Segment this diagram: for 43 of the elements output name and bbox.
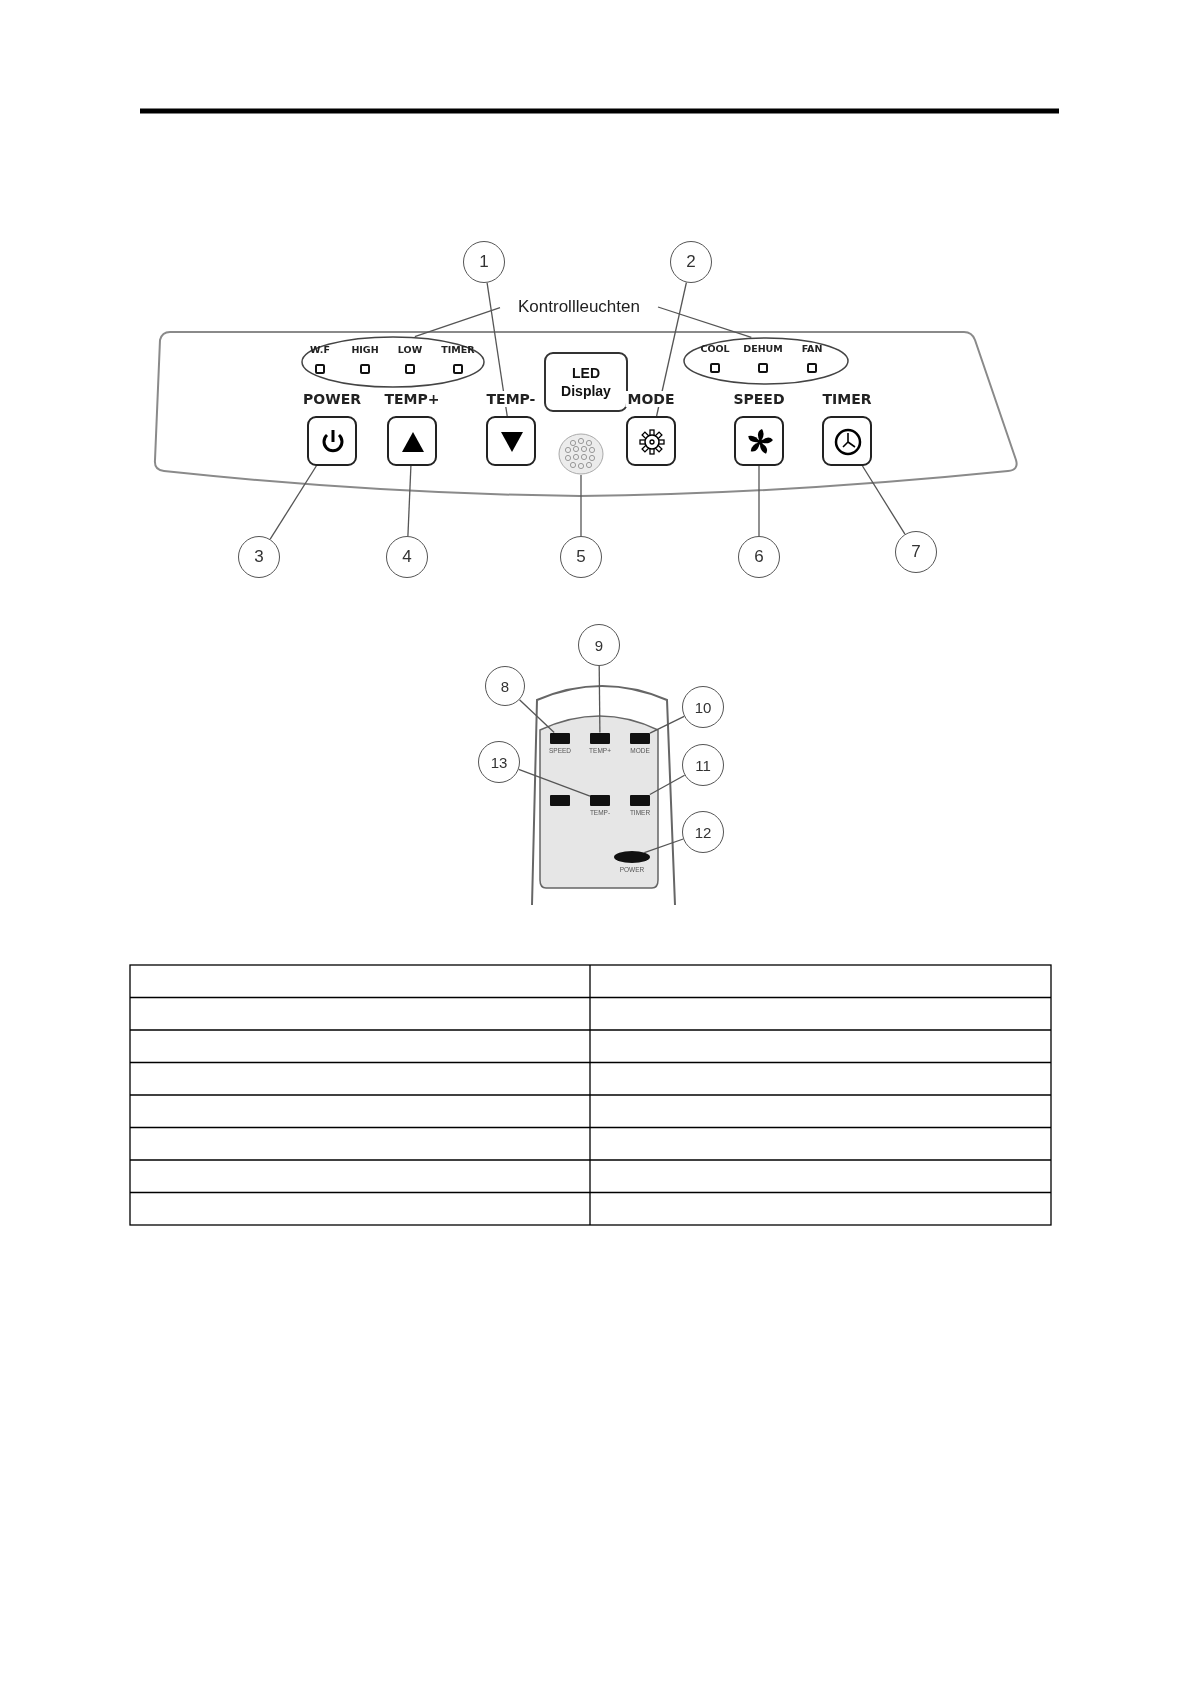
callout-number: 6 <box>738 536 780 578</box>
button-label: SPEED <box>731 391 787 407</box>
leader-line <box>269 465 317 540</box>
leader-line <box>598 665 601 734</box>
indicator-label: HIGH <box>351 344 379 355</box>
button-label: POWER <box>301 391 363 407</box>
leader-line <box>407 465 412 537</box>
indicator-label: W.F <box>310 344 330 355</box>
callout-number: 3 <box>238 536 280 578</box>
display-window: LED Display <box>544 352 628 412</box>
callout-number: 13 <box>478 741 520 783</box>
leader-line <box>486 282 508 417</box>
leader-line <box>861 465 906 535</box>
leader-line <box>643 838 684 854</box>
callout-number: 12 <box>682 811 724 853</box>
callout-number: 11 <box>682 744 724 786</box>
callout-number: 2 <box>670 241 712 283</box>
remote-button <box>550 794 570 806</box>
leader-line <box>649 715 685 734</box>
callout-number: 1 <box>463 241 505 283</box>
leader-line <box>758 465 760 537</box>
callout-number: 7 <box>895 531 937 573</box>
leader-line <box>655 281 688 417</box>
indicator-label: DEHUM <box>743 343 783 354</box>
leader-line <box>657 306 752 339</box>
leader-line <box>518 768 591 797</box>
button-label: TEMP- <box>484 391 538 407</box>
indicator-label: TIMER <box>441 344 475 355</box>
indicator-label: COOL <box>700 343 730 354</box>
callout-number: 10 <box>682 686 724 728</box>
indicator-label: FAN <box>801 343 823 354</box>
leader-line <box>580 474 582 537</box>
callout-label: Kontrollleuchten <box>500 296 658 318</box>
button-label: TIMER <box>820 391 874 407</box>
leader-line <box>649 774 686 796</box>
callout-number: 8 <box>485 666 525 706</box>
indicator-label: LOW <box>397 344 423 355</box>
button-label: MODE <box>625 391 677 407</box>
leader-line <box>518 699 555 734</box>
callout-number: 4 <box>386 536 428 578</box>
callout-number: 5 <box>560 536 602 578</box>
callout-number: 9 <box>578 624 620 666</box>
leader-line <box>414 307 501 338</box>
